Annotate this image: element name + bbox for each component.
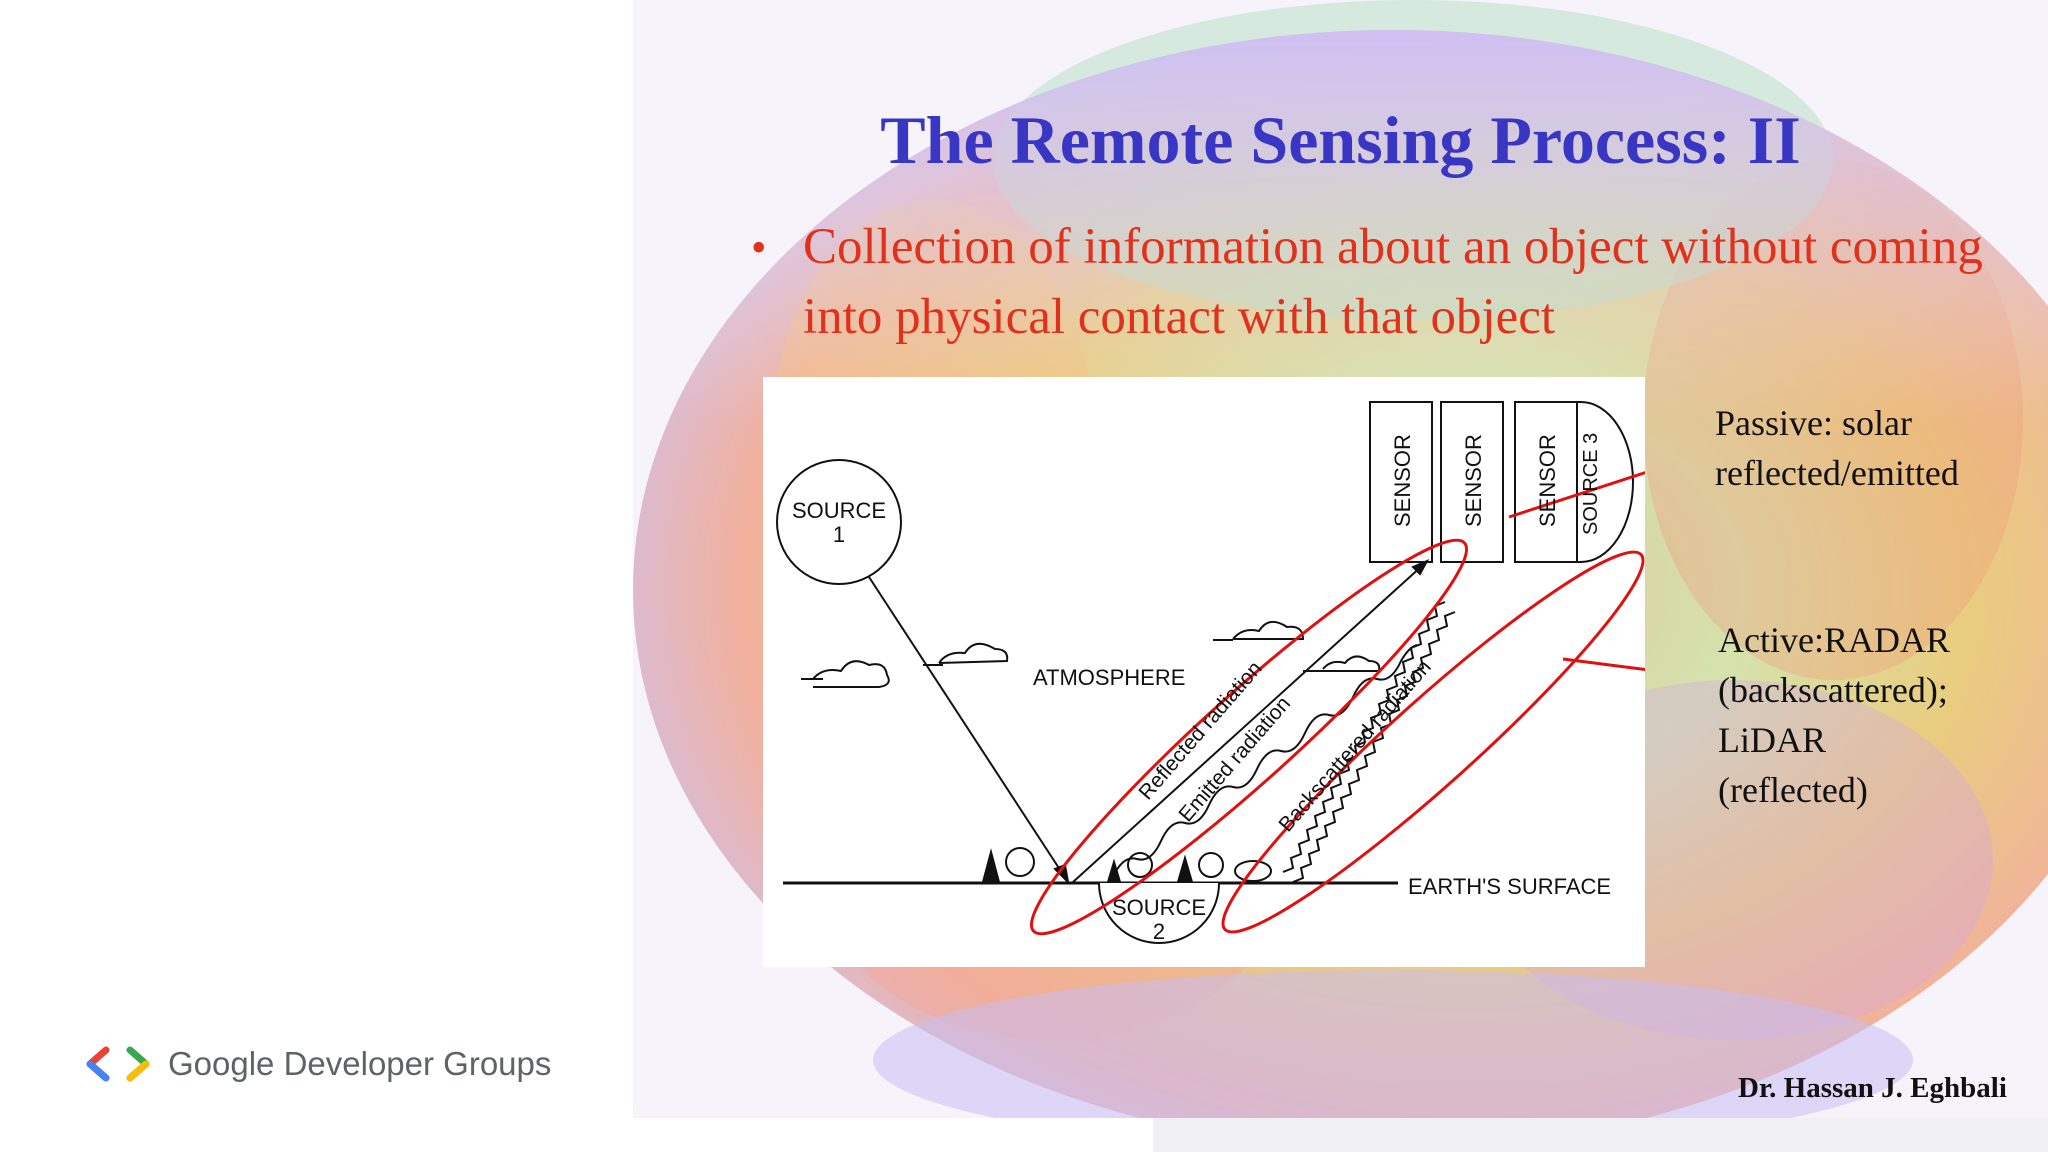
passive-highlight-ellipse — [1029, 538, 1469, 936]
passive-note: Passive: solar reflected/emitted — [1715, 398, 2045, 498]
backscattered-radiation-label: Backscattered radiation — [1274, 656, 1435, 837]
sensor-label-1: SENSOR — [1390, 434, 1415, 527]
source-2-number: 2 — [1153, 919, 1165, 944]
earth-surface-label: EARTH'S SURFACE — [1408, 874, 1611, 899]
gdg-branding: Google Developer Groups — [86, 1044, 551, 1084]
active-note-line-4: (reflected) — [1718, 770, 1868, 810]
sensor-box-3 — [1514, 401, 1578, 563]
cloud-2 — [938, 642, 1009, 664]
sensor-label-3: SENSOR — [1535, 434, 1560, 527]
bullet-text: Collection of information about an objec… — [803, 219, 1983, 345]
passive-note-line-1: Passive: solar — [1715, 403, 1912, 443]
passive-note-line-2: reflected/emitted — [1715, 453, 1959, 493]
atmosphere-label: ATMOSPHERE — [1033, 665, 1185, 690]
active-note-line-3: LiDAR — [1718, 720, 1826, 760]
source-1-circle — [776, 459, 902, 585]
active-note-line-1: Active:RADAR — [1718, 620, 1950, 660]
source-2-circle — [1098, 882, 1220, 944]
gdg-name: Google Developer Groups — [168, 1045, 552, 1082]
cloud-1 — [812, 660, 890, 688]
sensor-label-2: SENSOR — [1461, 434, 1486, 527]
active-note-line-2: (backscattered); — [1718, 670, 1948, 710]
active-note: Active:RADAR (backscattered); LiDAR (ref… — [1718, 615, 2038, 815]
sensor-box-2 — [1440, 401, 1504, 563]
author-credit: Dr. Hassan J. Eghbali — [1738, 1072, 2007, 1104]
bottom-strip — [1153, 1118, 2048, 1152]
remote-sensing-diagram: SOURCE 1 SOURCE 2 ATMOSPHERE EARTH'S SUR… — [763, 377, 1704, 967]
sensor-box-1 — [1369, 401, 1433, 563]
cloud-3 — [1232, 620, 1305, 640]
source-1-number: 1 — [833, 522, 845, 547]
source-1-label: SOURCE — [792, 498, 886, 523]
source-3-shape — [1576, 401, 1634, 563]
gdg-logo-icon — [86, 1046, 150, 1082]
slide-title: The Remote Sensing Process: II — [880, 102, 1801, 178]
cloud-4 — [1322, 655, 1381, 672]
active-highlight-ellipse — [1221, 550, 1645, 934]
source-2-label: SOURCE — [1112, 895, 1206, 920]
source-3-label: SOURCE 3 — [1580, 433, 1602, 535]
bullet-marker: • — [751, 223, 767, 272]
